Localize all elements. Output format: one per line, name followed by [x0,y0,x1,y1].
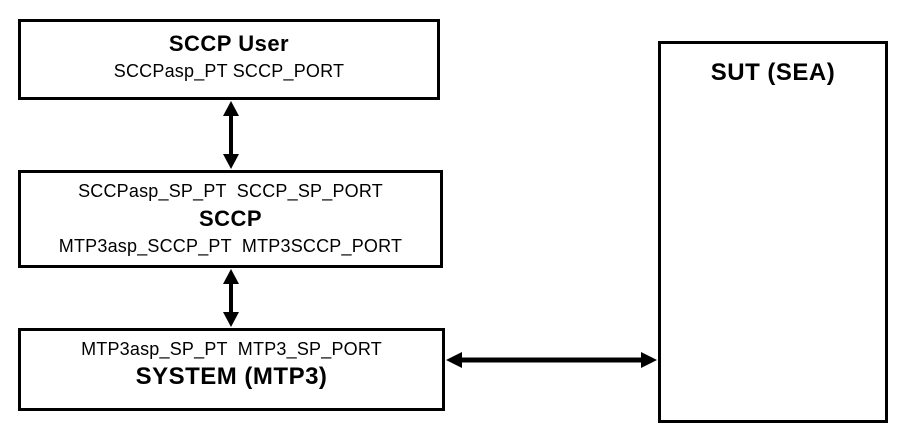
box-system-mtp3-ports: MTP3asp_SP_PT MTP3_SP_PORT [81,339,382,359]
box-sccp-user-ports: SCCPasp_PT SCCP_PORT [113,61,345,81]
box-sccp-bottom-ports: MTP3asp_SCCP_PT MTP3SCCP_PORT [58,236,403,256]
box-sccp-user-title: SCCP User [168,31,290,56]
double-arrow-icon-systemmtp3-sut [446,348,657,372]
box-sccp-user: SCCP User SCCPasp_PT SCCP_PORT [18,19,440,100]
double-arrow-icon-sccp-systemmtp3 [219,269,243,327]
box-sccp-top-ports: SCCPasp_SP_PT SCCP_SP_PORT [78,181,383,201]
box-sccp-title: SCCP [198,206,263,231]
box-sut-title: SUT (SEA) [710,59,836,86]
box-system-mtp3: MTP3asp_SP_PT MTP3_SP_PORT SYSTEM (MTP3) [18,328,445,411]
double-arrow-icon-sccpuser-sccp [219,101,243,169]
box-sut: SUT (SEA) [658,41,888,423]
box-sccp: SCCPasp_SP_PT SCCP_SP_PORT SCCP MTP3asp_… [18,170,443,268]
box-system-mtp3-title: SYSTEM (MTP3) [135,363,328,390]
